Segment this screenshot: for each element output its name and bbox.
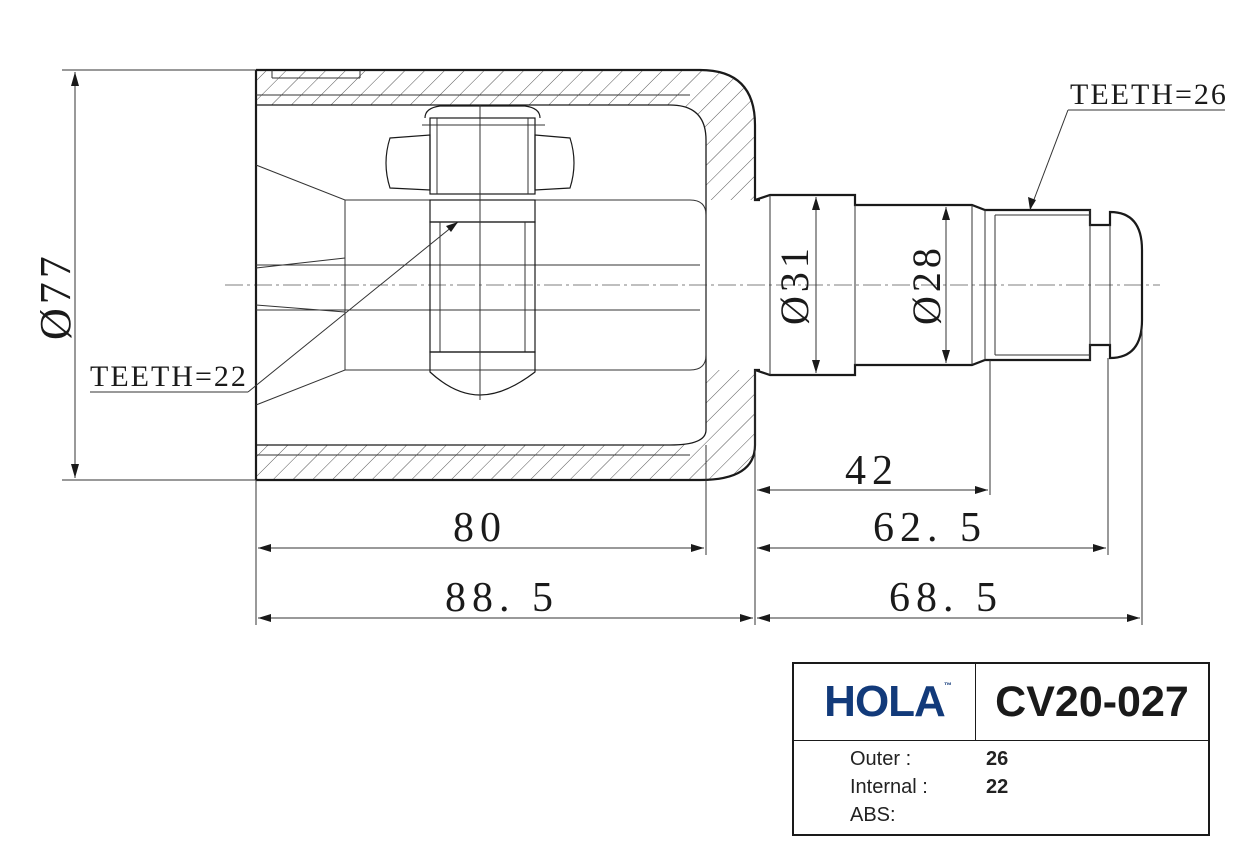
spec-value-internal: 22 (986, 776, 1009, 798)
spec-label-outer: Outer : (850, 748, 912, 770)
brand-trademark: ™ (943, 681, 952, 690)
annotation-teeth-26: TEETH=26 (1070, 78, 1228, 111)
housing (254, 68, 760, 482)
tripod-roller (385, 105, 575, 400)
part-number-cell: CV20-027 (976, 664, 1208, 740)
brand-logo-text: HOLA (824, 677, 946, 726)
part-number: CV20-027 (995, 677, 1189, 726)
dim-88-5: 88. 5 (445, 575, 559, 621)
dim-dia-28: Ø28 (904, 244, 949, 325)
cv-joint-drawing: Ø77 Ø31 Ø28 42 80 62. 5 88. 5 68. 5 TEET… (31, 68, 1228, 625)
dim-dia-31: Ø31 (772, 244, 817, 325)
dim-42: 42 (845, 448, 899, 494)
dim-dia-77: Ø77 (31, 252, 80, 340)
leaders (90, 109, 1225, 393)
dim-62-5: 62. 5 (873, 505, 987, 551)
dim-80: 80 (453, 505, 507, 551)
spec-label-abs: ABS: (850, 804, 896, 826)
annotation-teeth-22: TEETH=22 (90, 360, 248, 393)
stub-shaft (754, 193, 1144, 377)
spec-value-outer: 26 (986, 748, 1009, 770)
dim-68-5: 68. 5 (889, 575, 1003, 621)
spec-label-internal: Internal : (850, 776, 928, 798)
dimension-lines (62, 69, 1143, 625)
